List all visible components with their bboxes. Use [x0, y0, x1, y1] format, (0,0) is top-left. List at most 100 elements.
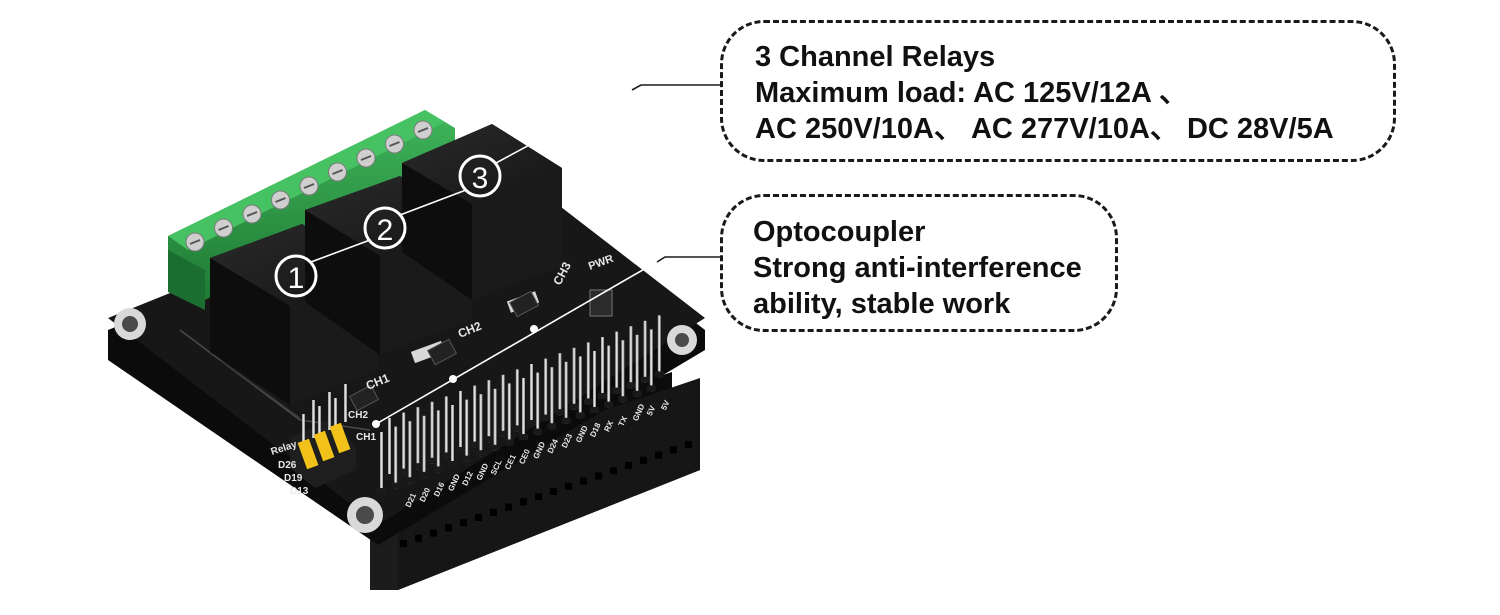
gpio-pin — [643, 320, 647, 383]
gpio-pin — [593, 351, 596, 413]
gpio-pin — [607, 345, 611, 408]
header-slot — [655, 451, 662, 459]
opto-callout-title: Optocoupler — [753, 216, 926, 248]
gpio-pin — [388, 418, 391, 480]
relay-number-1: 1 — [274, 254, 318, 298]
gpio-pin-label: TX — [617, 414, 630, 428]
header-slot — [505, 503, 512, 511]
gpio-pin-base — [569, 403, 579, 410]
jumper-label-d26: D26 — [278, 460, 297, 471]
gpio-pin — [657, 315, 661, 378]
header-slot — [460, 519, 467, 527]
gpio-pin — [649, 329, 653, 392]
gpio-pin — [522, 378, 525, 440]
jumper-block — [290, 384, 356, 488]
gpio-pin-base — [612, 387, 622, 394]
gpio-pin-base — [561, 417, 571, 424]
relay-spec-callout: 3 Channel Relays Maximum load: AC 125V/1… — [720, 20, 1396, 162]
gpio-pin — [501, 374, 505, 437]
header-slot — [520, 498, 527, 506]
gpio-pin-base — [626, 382, 636, 389]
gpio-pin — [558, 353, 562, 416]
gpio-pin-base — [462, 455, 472, 462]
header-slot — [625, 462, 632, 469]
gpio-pin-base — [441, 452, 451, 459]
gpio-pin — [635, 334, 639, 397]
header-slot — [670, 446, 677, 454]
relay-callout-title: 3 Channel Relays — [755, 41, 996, 73]
jumper-label-ch2: CH2 — [348, 410, 368, 421]
gpio-pin-base — [590, 407, 599, 413]
gpio-pin-base — [470, 441, 480, 448]
gpio-pin — [487, 380, 491, 443]
gpio-pin — [550, 367, 554, 430]
gpio-pin-base — [583, 398, 593, 405]
jumper-label-d19: D19 — [284, 473, 303, 484]
gpio-pin — [493, 388, 497, 451]
relay-3 — [402, 124, 562, 300]
gpio-pin-base — [498, 430, 508, 437]
gpio-pin-label: 5V — [659, 398, 672, 411]
gpio-pin-base — [519, 434, 528, 440]
header-slot — [430, 529, 437, 537]
gpio-pin — [586, 342, 590, 405]
relay-number-1-text: 1 — [288, 262, 305, 295]
header-slot — [565, 482, 572, 490]
header-slot — [415, 534, 422, 542]
gpio-pin-base — [598, 393, 607, 399]
mounting-hole — [667, 325, 697, 355]
header-slot — [400, 540, 407, 547]
gpio-pin-base — [405, 477, 415, 484]
gpio-pin-base — [413, 463, 423, 470]
header-slot — [595, 472, 602, 480]
gpio-pin-base — [484, 436, 494, 443]
gpio-pin-base — [575, 412, 585, 419]
gpio-pin-base — [541, 414, 551, 421]
gpio-pin — [436, 410, 440, 473]
mounting-holes — [114, 308, 697, 533]
optocoupler-callout: Optocoupler Strong anti-interference abi… — [720, 194, 1118, 332]
gpio-pin — [621, 340, 625, 403]
relay-callout-load-line2: AC 250V/10A、 AC 277V/10A、 DC 28V/5A — [755, 113, 1334, 145]
gpio-pin — [601, 337, 604, 399]
jumper-pin — [328, 392, 331, 430]
gpio-pin — [578, 356, 582, 419]
opto-callout-line1: Strong anti-interference — [753, 252, 1082, 284]
gpio-pin — [430, 401, 434, 464]
gpio-pin-base — [547, 423, 557, 430]
header-slot — [580, 477, 587, 485]
gpio-pin — [479, 394, 483, 457]
gpio-pin — [530, 364, 533, 426]
gpio-pin-base — [427, 457, 437, 464]
gpio-pin — [473, 385, 477, 448]
gpio-pin — [465, 399, 469, 462]
mounting-hole — [114, 308, 146, 340]
opto-callout-line2: ability, stable work — [753, 288, 1011, 320]
gpio-pin-base — [504, 439, 514, 446]
header-slot — [685, 441, 692, 449]
header-slot — [640, 456, 647, 464]
gpio-pin-base — [377, 488, 386, 494]
gpio-pin — [402, 412, 406, 475]
relay-number-3-text: 3 — [472, 162, 489, 195]
jumper-pin — [302, 414, 305, 452]
gpio-pin — [444, 396, 448, 459]
mounting-hole — [347, 497, 383, 533]
gpio-pin-base — [391, 482, 401, 489]
gpio-pin-label: 5V — [645, 404, 658, 417]
gpio-pin-base — [433, 466, 443, 473]
gpio-pin — [544, 358, 548, 421]
gpio-pin-base — [419, 471, 429, 478]
gpio-pin — [394, 426, 398, 489]
header-slot — [475, 514, 482, 521]
gpio-pin — [615, 331, 619, 394]
gpio-header-pins — [377, 315, 664, 494]
gpio-pin — [459, 391, 462, 453]
gpio-pin — [572, 347, 576, 410]
gpio-pin-base — [512, 425, 522, 432]
optocoupler-dots — [372, 325, 538, 428]
gpio-pin-base — [533, 428, 543, 435]
jumper-label-d13: D13 — [290, 486, 309, 497]
gpio-pin-base — [476, 450, 486, 457]
